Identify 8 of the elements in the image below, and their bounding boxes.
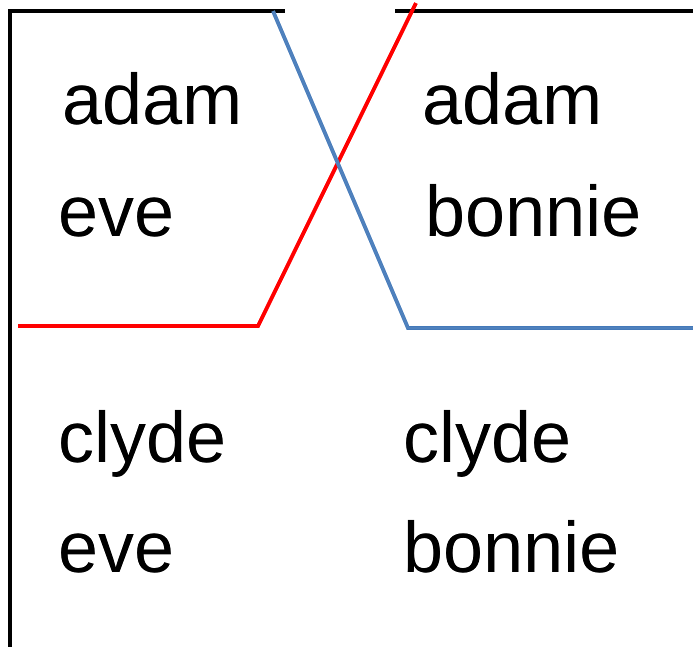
name-label: clyde xyxy=(58,398,226,478)
name-label: adam xyxy=(422,60,602,140)
name-label: bonnie xyxy=(425,172,642,252)
name-label: bonnie xyxy=(403,508,620,588)
name-label: eve xyxy=(58,172,174,252)
name-label: eve xyxy=(58,508,174,588)
name-label: adam xyxy=(62,60,242,140)
name-label: clyde xyxy=(403,398,572,478)
